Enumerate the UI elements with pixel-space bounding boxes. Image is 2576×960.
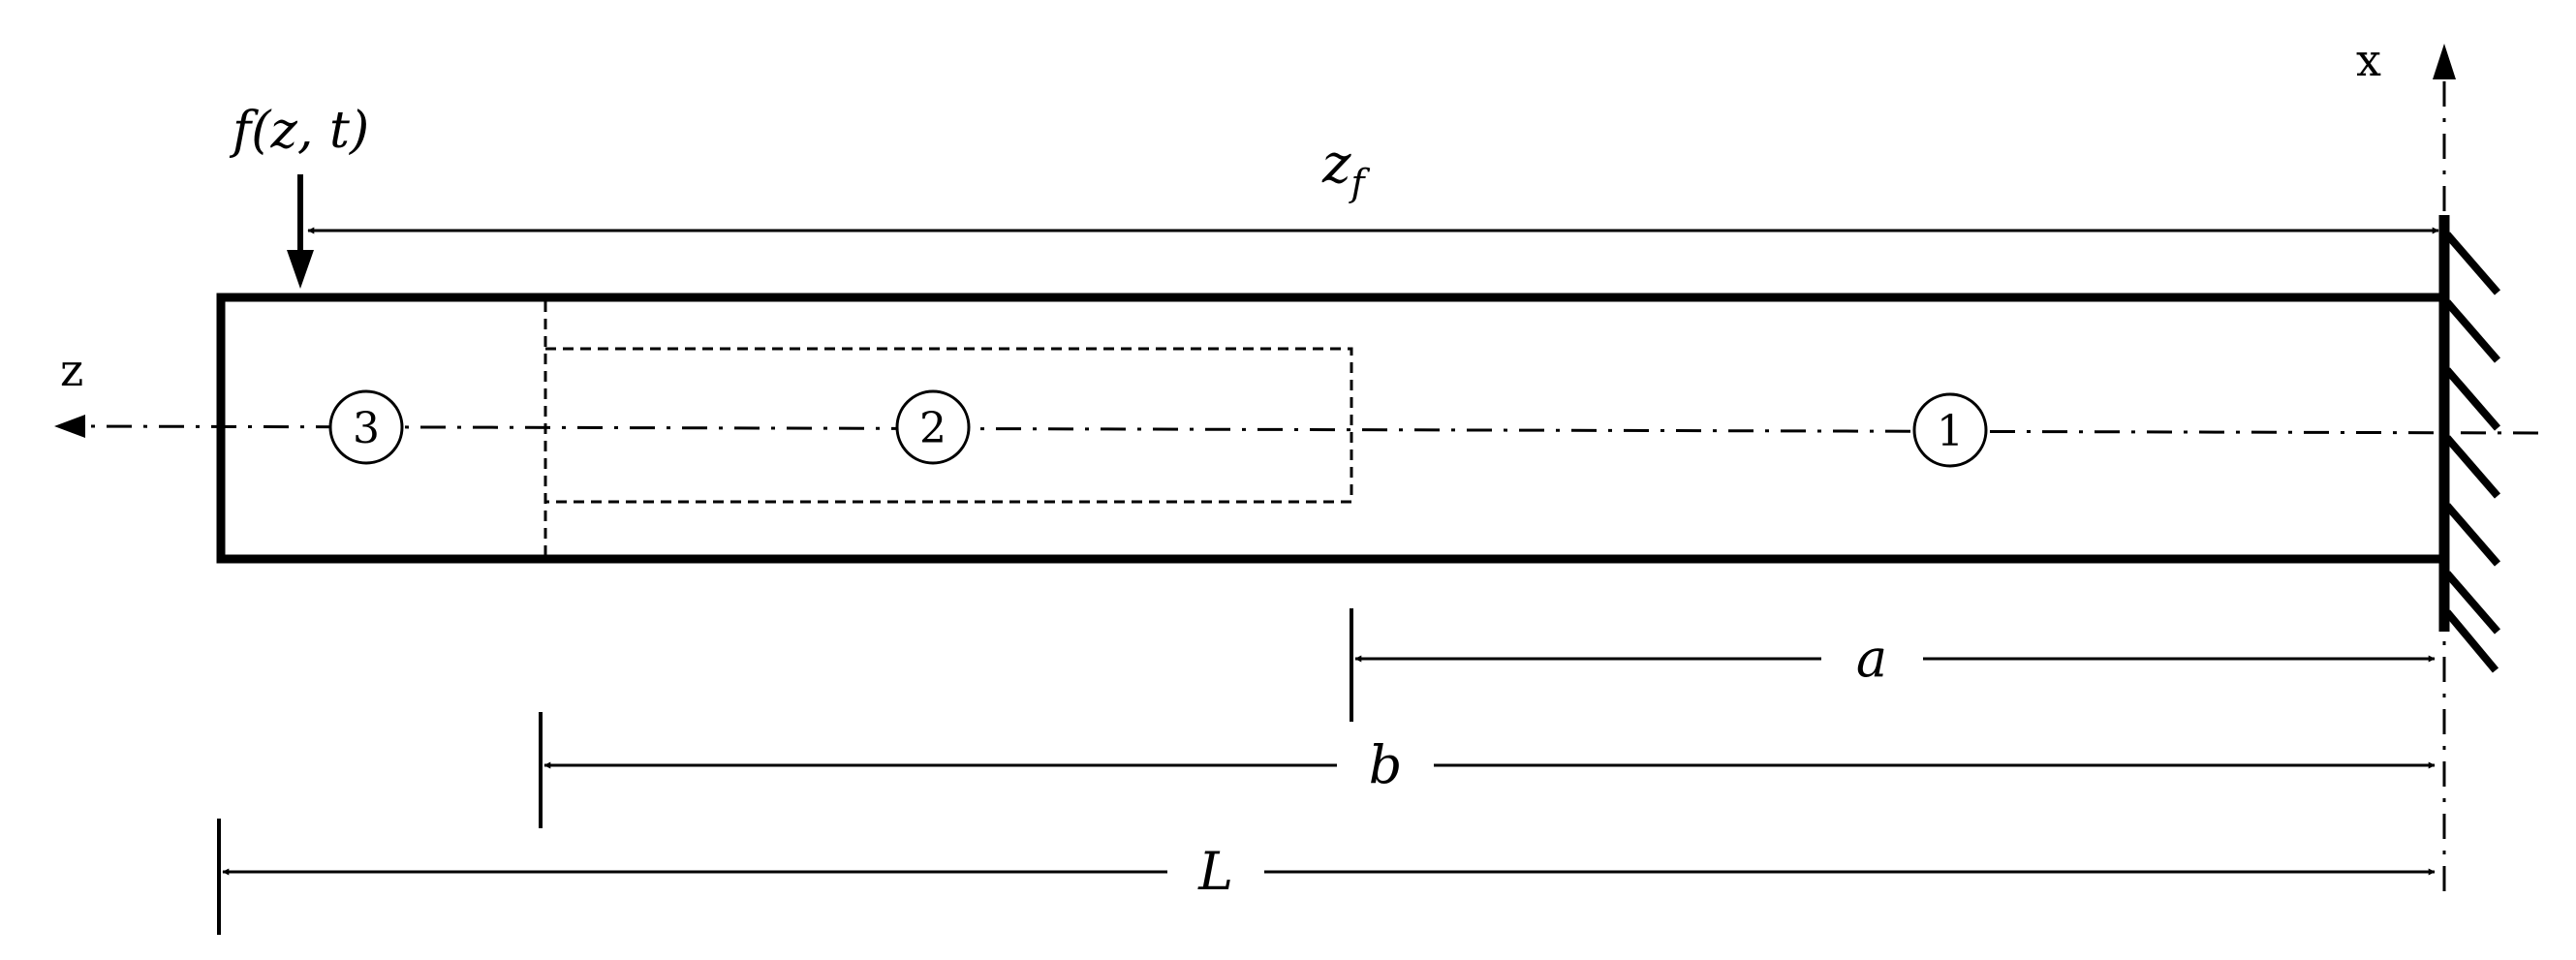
dimension-b-label: b: [1369, 734, 1403, 795]
z-axis-label: z: [60, 344, 83, 396]
beam-outline: [216, 293, 2449, 564]
z-axis-arrowhead: [54, 415, 85, 438]
region-1-label: 1: [1937, 407, 1964, 456]
region-2-dashed-outline: [545, 347, 1353, 504]
dimension-l-label: L: [1197, 841, 1233, 902]
region-3-label: 3: [353, 404, 380, 453]
z-axis: z: [54, 344, 2539, 438]
dimension-a-label: a: [1856, 628, 1887, 689]
x-axis-label: x: [2356, 34, 2381, 86]
region-2-label: 2: [919, 404, 947, 453]
region-1-marker: 1: [1912, 392, 1988, 468]
applied-force: f(z, t): [229, 102, 369, 289]
force-arrowhead: [287, 250, 314, 289]
region-3-marker: 3: [328, 389, 404, 465]
fixed-wall-support: [2438, 215, 2501, 673]
x-axis-arrowhead: [2433, 44, 2456, 79]
region-2-marker: 2: [895, 389, 971, 465]
zf-label: zf: [1321, 133, 1371, 204]
dimension-b: b: [539, 712, 2436, 828]
zf-dimension: zf: [307, 133, 2439, 234]
dimension-a: a: [1350, 608, 2436, 722]
dimension-l: L: [217, 819, 2436, 935]
force-label: f(z, t): [229, 102, 369, 160]
